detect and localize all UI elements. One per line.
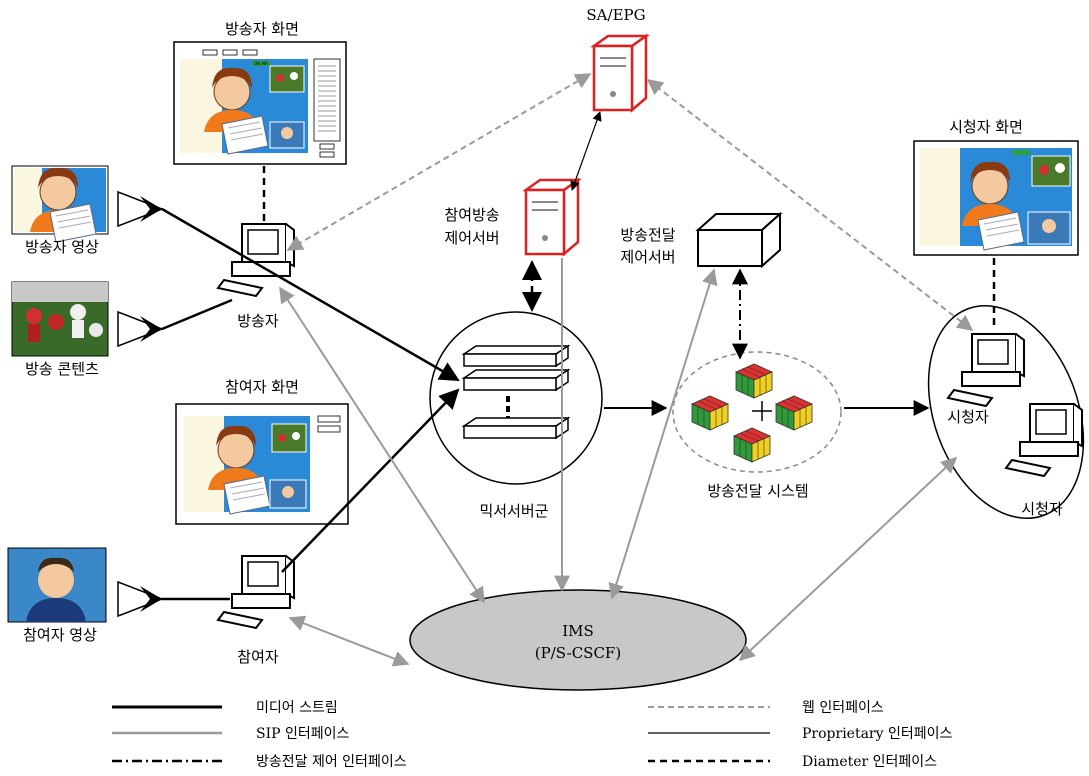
viewer-screen-label: 시청자 화면 xyxy=(949,118,1023,136)
delivery-system: 방송전달 시스템 xyxy=(672,351,842,500)
legend-label: Proprietary 인터페이스 xyxy=(802,726,953,742)
sa-epg-server: SA/EPG xyxy=(586,6,648,112)
legend-item-media: 미디어 스트림 xyxy=(112,700,338,716)
participant-video: 참여자 영상 xyxy=(7,547,107,644)
delivery-server-label-2: 제어서버 xyxy=(620,248,675,266)
participation-server-icon xyxy=(524,178,580,256)
content-camera-icon xyxy=(117,310,165,348)
connections xyxy=(161,73,996,667)
broadcast-content-label: 방송 콘텐츠 xyxy=(25,360,99,378)
legend-item-proprietary: Proprietary 인터페이스 xyxy=(648,726,953,742)
viewer-outer-label: 시청자 xyxy=(1021,500,1063,518)
delivery-control-server: 방송전달 제어서버 xyxy=(620,211,783,269)
legend-label: 미디어 스트림 xyxy=(256,700,338,716)
legend-item-delivery: 방송전달 제어 인터페이스 xyxy=(112,754,407,770)
on-air-badge: ON AIR xyxy=(254,61,268,66)
legend-item-sip: SIP 인터페이스 xyxy=(112,726,350,742)
legend-label: 방송전달 제어 인터페이스 xyxy=(256,754,407,770)
broadcaster-video: 방송자 영상 xyxy=(11,165,109,256)
broadcaster-computer-icon xyxy=(217,223,295,297)
participant-camera-icon xyxy=(117,580,165,618)
legend: 미디어 스트림 SIP 인터페이스 방송전달 제어 인터페이스 웹 인터페이스 … xyxy=(112,700,953,770)
legend-label: 웹 인터페이스 xyxy=(802,700,884,716)
participation-server-label-1: 참여방송 xyxy=(444,206,499,224)
broadcaster-screen: 방송자 화면 ON AIR xyxy=(173,20,347,165)
participation-control-server: 참여방송 제어서버 xyxy=(444,178,580,256)
viewer-inner-label: 시청자 xyxy=(947,408,989,426)
mixer-server-group: 믹서서버군 xyxy=(429,311,603,520)
mixer-server-1-icon xyxy=(463,345,569,367)
participant-label: 참여자 xyxy=(237,648,279,666)
participant-screen-label: 참여자 화면 xyxy=(225,378,299,396)
participant-screen: 참여자 화면 xyxy=(175,378,349,525)
legend-label: SIP 인터페이스 xyxy=(256,726,350,742)
broadcaster-label: 방송자 xyxy=(237,312,279,330)
mixer-server-3-icon xyxy=(463,417,569,439)
delivery-system-label: 방송전달 시스템 xyxy=(707,482,808,500)
participant-computer-icon xyxy=(217,555,295,629)
legend-item-diameter: Diameter 인터페이스 xyxy=(648,754,937,770)
participant-video-label: 참여자 영상 xyxy=(23,626,97,644)
participation-server-label-2: 제어서버 xyxy=(444,229,499,247)
broadcaster-camera-icon xyxy=(117,190,165,228)
ims-label-1: IMS xyxy=(562,622,594,640)
capture-icons xyxy=(117,190,165,618)
legend-label: Diameter 인터페이스 xyxy=(802,754,937,770)
broadcaster-video-label: 방송자 영상 xyxy=(25,238,99,256)
viewer-screen: 시청자 화면 xyxy=(913,118,1079,256)
ims-node: IMS (P/S-CSCF) xyxy=(409,589,747,691)
delivery-server-label-1: 방송전달 xyxy=(620,226,675,244)
broadcast-content: 방송 콘텐츠 xyxy=(11,281,109,378)
sa-epg-server-icon xyxy=(592,34,648,112)
legend-item-web: 웹 인터페이스 xyxy=(648,700,884,716)
broadcaster-screen-label: 방송자 화면 xyxy=(225,20,299,38)
sa-epg-label: SA/EPG xyxy=(586,6,645,24)
broadcaster-pc: 방송자 xyxy=(217,223,295,330)
mixer-group-label: 믹서서버군 xyxy=(479,502,548,520)
participant-pc: 참여자 xyxy=(217,555,295,666)
ims-label-2: (P/S-CSCF) xyxy=(535,644,621,662)
mixer-server-2-icon xyxy=(463,369,569,391)
